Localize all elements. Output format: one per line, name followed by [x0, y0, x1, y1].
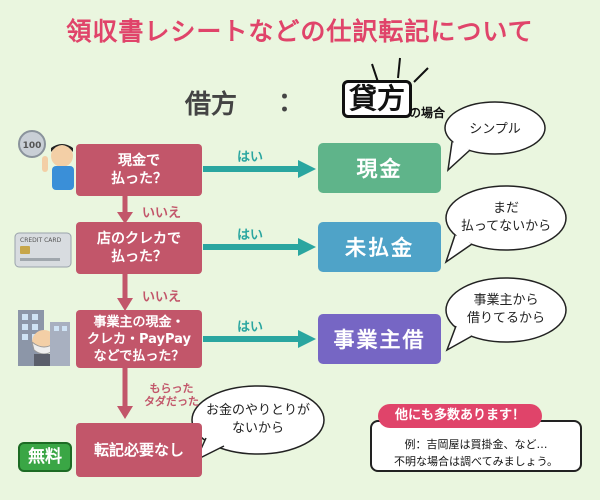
answer-unpaid: 未払金 — [318, 222, 441, 272]
question-owner-line3: などで払った？ — [93, 348, 185, 364]
speech-bubble-4 — [191, 385, 325, 462]
person-with-coin-icon: 100 — [18, 130, 74, 190]
question-owner-line1: 事業主の現金・ — [93, 314, 185, 330]
yes-label-2: はい — [237, 228, 264, 243]
question-store-card-line2: 払った？ — [111, 249, 167, 265]
bubble-3-text-line1: 事業主から — [473, 292, 538, 308]
yes-arrow-1 — [203, 160, 316, 178]
bubble-2-text-line1: まだ — [493, 201, 519, 216]
morattada-line2: タダだった — [144, 395, 199, 408]
question-cash: 現金で 払った？ — [76, 144, 202, 196]
no-label-2: いいえ — [142, 290, 182, 305]
question-cash-line1: 現金で — [118, 153, 160, 169]
building-businessman-icon — [18, 310, 70, 366]
coin-text: 100 — [23, 141, 42, 151]
note-heading: 他にも多数あります！ — [378, 404, 542, 428]
speech-bubble-3 — [445, 277, 567, 352]
bubble-3-text-line2: 借りてるから — [467, 311, 545, 326]
yes-label-3: はい — [237, 320, 264, 335]
question-owner: 事業主の現金・ クレカ・PayPay などで払った？ — [76, 310, 202, 368]
no-arrow-2 — [117, 273, 133, 311]
debit-label: 借方 — [185, 90, 238, 120]
question-cash-line2: 払った？ — [111, 171, 167, 187]
bubble-2-text-line2: 払ってないから — [461, 219, 551, 234]
speech-bubble-1 — [444, 101, 546, 172]
answer-owner-loan: 事業主借 — [318, 314, 441, 364]
no-entry-box: 転記必要なし — [76, 423, 202, 477]
note-box: 例：吉岡屋は買掛金、など… 不明な場合は調べてみましょう。 — [370, 420, 582, 472]
no-arrow-1 — [117, 196, 133, 224]
question-store-card: 店のクレカで 払った？ — [76, 222, 202, 274]
credit-card-icon: CREDIT CARD — [14, 232, 72, 268]
question-owner-line2: クレカ・PayPay — [86, 331, 192, 347]
credit-label-suffix: の場合 — [409, 106, 446, 120]
bubble-1-text: シンプル — [469, 122, 521, 137]
free-badge-icon: 無料 — [18, 442, 72, 472]
morattada-line1: もらった — [149, 382, 194, 395]
no-arrow-3 — [117, 367, 133, 419]
page-title: 領収書レシートなどの仕訳転記について — [66, 17, 534, 46]
yes-label-1: はい — [237, 150, 264, 165]
answer-cash: 現金 — [318, 143, 441, 193]
note-line1: 例：吉岡屋は買掛金、など… — [404, 438, 548, 451]
no-label-1: いいえ — [142, 206, 182, 221]
yes-arrow-2 — [203, 238, 316, 256]
morattada-label: もらった タダだった — [144, 382, 199, 408]
yes-arrow-3 — [203, 330, 316, 348]
bubble-4-text-line1: お金のやりとりが — [206, 402, 310, 418]
speech-bubble-2 — [444, 185, 567, 264]
card-text: CREDIT CARD — [20, 237, 62, 244]
bubble-4-text-line2: ないから — [232, 421, 284, 436]
credit-label: 貸方 — [342, 80, 413, 118]
emphasis-burst-icon — [371, 57, 429, 83]
header-separator: ： — [278, 88, 305, 118]
question-store-card-line1: 店のクレカで — [97, 231, 181, 247]
note-line2: 不明な場合は調べてみましょう。 — [394, 455, 558, 468]
